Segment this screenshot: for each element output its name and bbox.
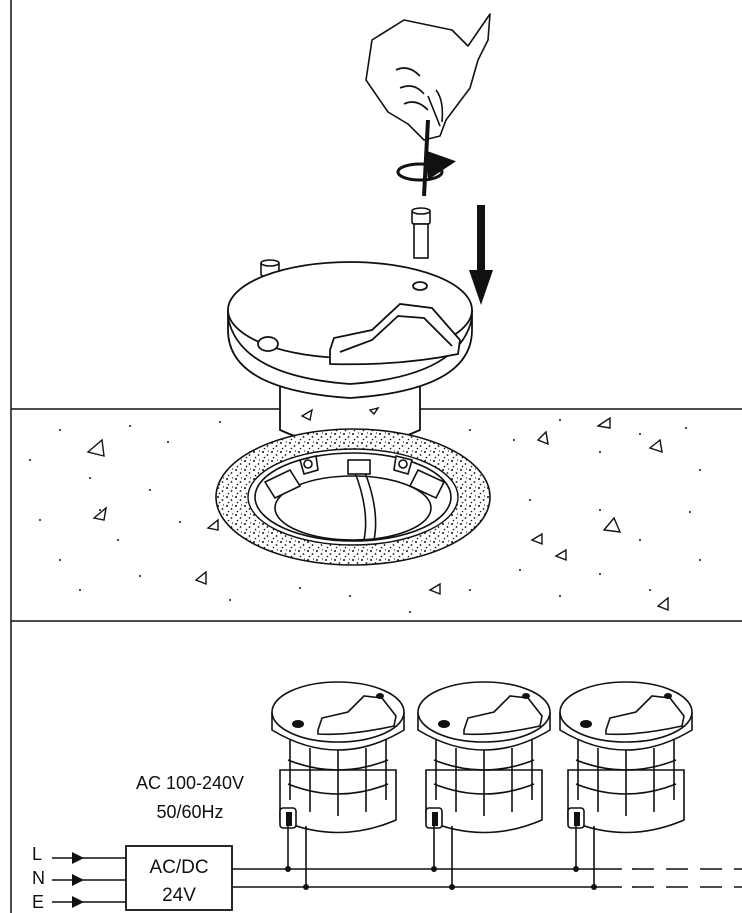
terminal-l: L (32, 844, 42, 864)
luminaire-bands (575, 759, 677, 795)
screw-icon (411, 207, 431, 259)
luminaire-screw-hole (664, 693, 672, 699)
luminaire-cage (289, 740, 387, 816)
luminaire-2 (417, 681, 551, 890)
cable (347, 459, 377, 541)
luminaire-screw-hole (292, 720, 304, 728)
luminaire-window (463, 695, 543, 736)
junction-dot (431, 866, 437, 872)
luminaire-bands (433, 759, 535, 795)
luminaire-cover (227, 261, 473, 399)
luminaire-gland-nut (432, 812, 438, 826)
down-arrow-icon (469, 205, 493, 305)
rotate-arrow-icon (396, 150, 456, 182)
driver-box: AC/DC 24V (125, 845, 233, 911)
luminaire-cage (435, 740, 533, 816)
luminaire-3 (559, 681, 693, 890)
junction-dot (285, 866, 291, 872)
hand-icon (365, 13, 491, 141)
luminaire-screw-hole (522, 693, 530, 699)
luminaire-gland-nut (286, 812, 292, 826)
terminal-n: N (32, 868, 45, 888)
junction-dot (591, 884, 597, 890)
driver-output: 24V (162, 885, 196, 906)
luminaire-screw-hole (376, 693, 384, 699)
luminaire-window (317, 695, 397, 736)
driver-type: AC/DC (149, 857, 208, 878)
ground-stones (86, 406, 669, 612)
luminaire-bands (287, 759, 389, 795)
junction-dot (573, 866, 579, 872)
luminaire-screw-hole (438, 720, 450, 728)
luminaire-1 (271, 681, 405, 890)
mounting-box (254, 452, 452, 542)
luminaire-screw-hole (580, 720, 592, 728)
voltage-text: AC 100-240V (136, 773, 244, 793)
terminal-e: E (32, 892, 44, 912)
luminaire-gland-nut (574, 812, 580, 826)
junction-dot (449, 884, 455, 890)
junction-dot (303, 884, 309, 890)
luminaire-window (605, 695, 685, 736)
spec-label: AC 100-240V 50/60Hz (136, 773, 244, 822)
bus-lines (232, 868, 742, 888)
mains-terminals: L N E (32, 844, 126, 912)
ground-specks (29, 419, 701, 613)
luminaire-cage (577, 740, 675, 816)
frequency-text: 50/60Hz (156, 802, 223, 822)
